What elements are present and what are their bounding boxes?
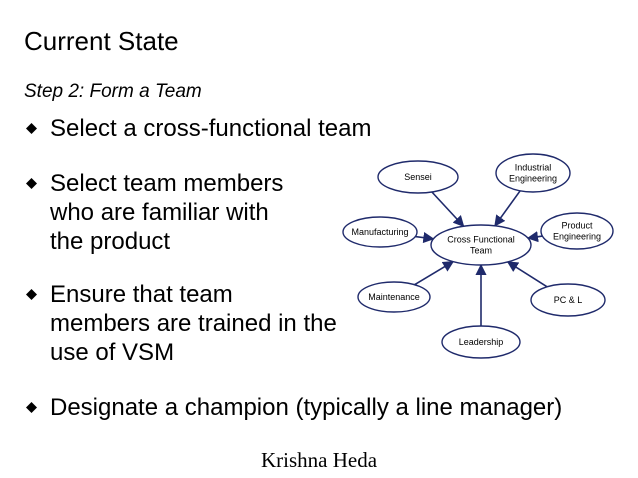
node-ellipse <box>530 283 606 317</box>
node-label: Engineering <box>553 232 601 242</box>
footer-author: Krishna Heda <box>260 448 378 472</box>
node-leadership: Leadership <box>441 325 521 359</box>
diamond-bullet-icon <box>26 402 37 413</box>
bullet-text: Designate a champion (typically a line m… <box>50 394 563 421</box>
diamond-bullet-icon <box>26 289 37 300</box>
node-label: Industrial <box>515 163 552 173</box>
node-label: Maintenance <box>368 292 420 302</box>
node-label: Sensei <box>404 172 432 182</box>
node-ellipse <box>540 212 614 250</box>
node-label: Engineering <box>509 174 557 184</box>
node-ellipse <box>377 160 459 194</box>
bullet-text: Select team members who are familiar wit… <box>50 170 284 255</box>
node-pcl: PC & L <box>530 283 606 317</box>
bullet-text: Select a cross-functional team <box>50 115 372 142</box>
bullet-text: Ensure that team members are trained in … <box>50 281 337 366</box>
node-label: Cross Functional <box>447 235 515 245</box>
node-label: PC & L <box>554 295 583 305</box>
arrow-product-to-center <box>526 231 543 243</box>
node-manufacturing: Manufacturing <box>342 216 418 248</box>
arrow-sensei-to-center <box>431 191 465 228</box>
node-ellipse <box>342 216 418 248</box>
node-sensei: Sensei <box>377 160 459 194</box>
slide-title: Current State <box>24 26 179 56</box>
arrow-maintenance-to-center <box>414 260 455 286</box>
node-maintenance: Maintenance <box>357 281 431 313</box>
diagram-nodes: SenseiIndustrialEngineeringManufacturing… <box>342 153 614 359</box>
node-label: Manufacturing <box>351 227 408 237</box>
node-ellipse <box>495 153 571 193</box>
arrow-pcl-to-center <box>506 261 548 288</box>
diamond-bullet-icon <box>26 178 37 189</box>
diamond-bullet-icon <box>26 123 37 134</box>
node-ellipse <box>441 325 521 359</box>
slide-subtitle: Step 2: Form a Team <box>24 81 202 102</box>
node-ellipse <box>357 281 431 313</box>
node-label: Team <box>470 246 492 256</box>
node-label: Leadership <box>459 337 504 347</box>
node-ellipse <box>430 224 532 266</box>
node-label: Product <box>561 221 593 231</box>
arrow-industrial-to-center <box>494 190 521 227</box>
diagram-arrows <box>414 190 548 326</box>
arrow-manufacturing-to-center <box>415 232 435 244</box>
